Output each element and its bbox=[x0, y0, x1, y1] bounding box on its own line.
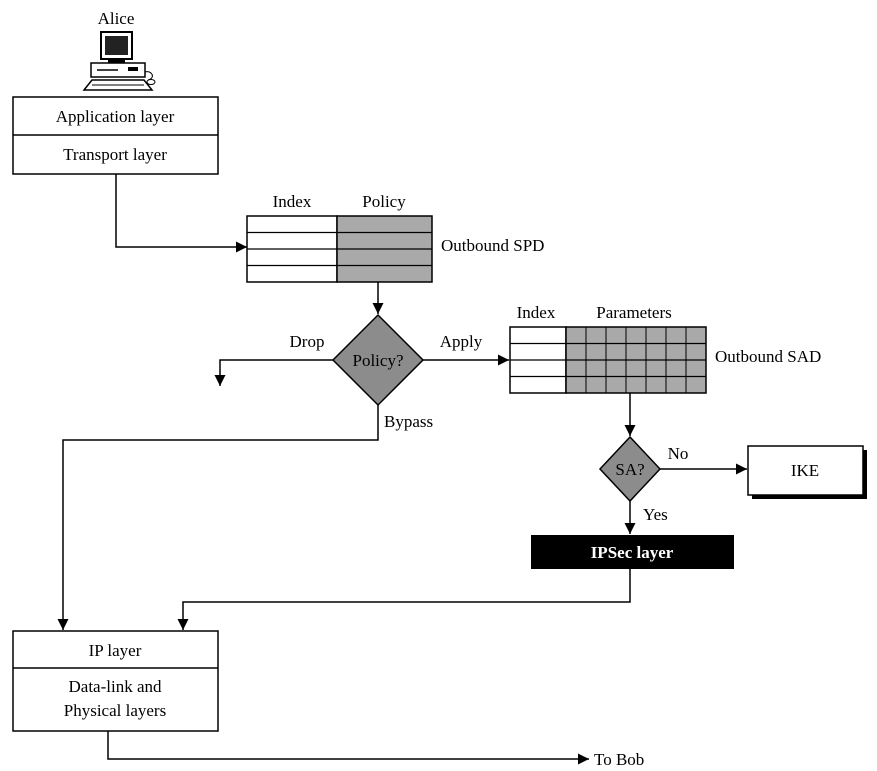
bypass-arrow bbox=[57, 405, 379, 630]
no-label: No bbox=[668, 444, 689, 463]
application-layer-label: Application layer bbox=[56, 107, 175, 126]
transport-to-spd-arrow bbox=[115, 174, 247, 253]
outbound-spd-label: Outbound SPD bbox=[441, 236, 544, 255]
policy-decision-label: Policy? bbox=[353, 351, 404, 370]
drop-label: Drop bbox=[290, 332, 325, 351]
ike-box bbox=[747, 445, 864, 496]
outbound-sad-label: Outbound SAD bbox=[715, 347, 821, 366]
transport-layer-label: Transport layer bbox=[63, 145, 167, 164]
ip-layer-label: IP layer bbox=[89, 641, 142, 660]
sad-parameters-header: Parameters bbox=[596, 303, 672, 322]
outbound-sad-table bbox=[509, 326, 707, 394]
spd-policy-header: Policy bbox=[362, 192, 406, 211]
apply-label: Apply bbox=[440, 332, 483, 351]
to-bob-label: To Bob bbox=[594, 750, 644, 769]
ipsec-layer-box bbox=[531, 535, 734, 569]
ipsec-to-ip-arrow bbox=[177, 569, 631, 630]
computer-icon bbox=[82, 31, 156, 91]
ipsec-layer-label: IPSec layer bbox=[591, 543, 674, 562]
sad-index-header: Index bbox=[517, 303, 556, 322]
bypass-label: Bypass bbox=[384, 412, 433, 431]
spd-index-header: Index bbox=[273, 192, 312, 211]
ike-label: IKE bbox=[791, 461, 819, 480]
alice-label: Alice bbox=[98, 9, 135, 28]
sa-decision-label: SA? bbox=[615, 460, 644, 479]
datalink-layer-label-line2: Physical layers bbox=[64, 701, 166, 720]
drop-arrow bbox=[214, 359, 333, 386]
yes-label: Yes bbox=[643, 505, 668, 524]
to-bob-arrow bbox=[107, 731, 589, 765]
receiver-stack-box bbox=[12, 630, 219, 732]
outbound-spd-table bbox=[246, 215, 433, 283]
datalink-layer-label-line1: Data-link and bbox=[69, 677, 162, 696]
